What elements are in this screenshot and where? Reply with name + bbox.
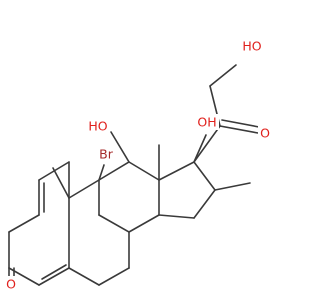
label-background — [96, 146, 116, 162]
ketone-oxygen-label-c20: O — [260, 126, 270, 141]
bond — [219, 125, 259, 134]
bond — [209, 64, 237, 87]
bond — [193, 161, 216, 191]
hydroxyl-label-c21: HO — [242, 39, 261, 54]
bond — [98, 214, 130, 233]
bond — [158, 214, 195, 219]
bond — [193, 125, 221, 163]
bond — [8, 214, 40, 233]
label-background — [4, 276, 18, 292]
bond — [214, 182, 251, 191]
bond — [193, 134, 207, 163]
label-background — [86, 118, 110, 134]
molecule-structure: HO Br OH HO O O — [4, 38, 272, 292]
bond — [98, 161, 130, 181]
label-background — [195, 114, 219, 130]
bond — [110, 131, 130, 163]
bond — [221, 119, 260, 128]
bond — [98, 267, 130, 286]
bond — [128, 214, 160, 233]
bond — [128, 161, 160, 181]
bond — [158, 161, 195, 181]
bond — [68, 267, 100, 286]
bond — [41, 264, 67, 280]
bond — [68, 179, 100, 199]
bond — [38, 267, 70, 286]
label-background — [258, 125, 272, 141]
label-background — [240, 38, 264, 54]
hydroxyl-label-c17: OH — [197, 115, 216, 130]
bond — [52, 167, 70, 199]
bromine-label: Br — [99, 147, 114, 162]
bond — [193, 189, 216, 219]
bond — [98, 164, 105, 181]
ketone-oxygen-label-c3: O — [6, 277, 16, 292]
hydroxyl-label-c11: HO — [88, 119, 107, 134]
